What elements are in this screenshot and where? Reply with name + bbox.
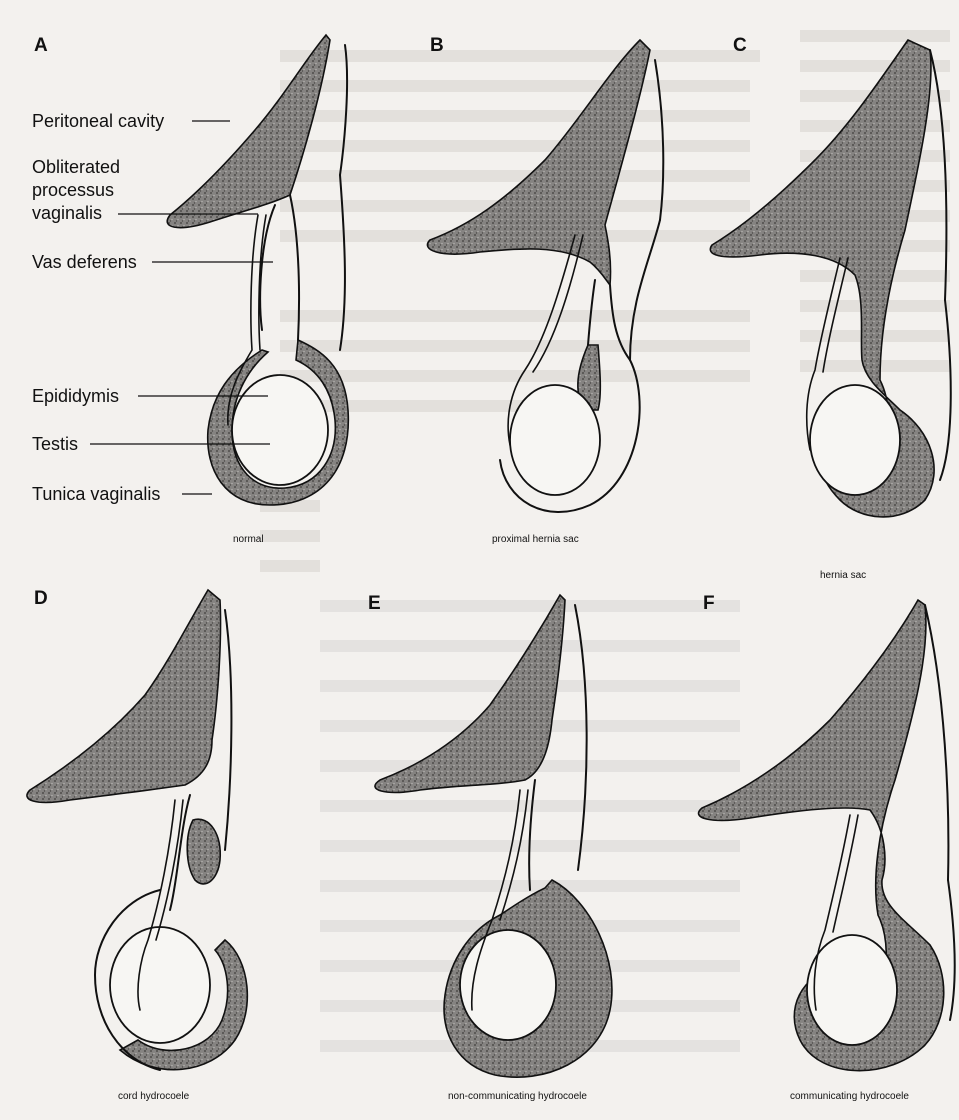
caption-non-communicating-hydrocoele: non-communicating hydrocoele	[448, 1091, 587, 1102]
panel-letter-a: A	[34, 35, 48, 56]
panel-letter-d: D	[34, 588, 48, 609]
label-testis: Testis	[32, 434, 78, 454]
label-epididymis: Epididymis	[32, 386, 119, 406]
panel-cord-hydrocoele	[27, 590, 247, 1070]
label-peritoneal-cavity: Peritoneal cavity	[32, 111, 164, 131]
panel-letter-f: F	[703, 593, 715, 614]
panel-letter-c: C	[733, 35, 747, 56]
label-tunica-vaginalis: Tunica vaginalis	[32, 484, 160, 504]
caption-communicating-hydrocoele: communicating hydrocoele	[790, 1091, 909, 1102]
caption-normal: normal	[233, 534, 264, 545]
label-obliterated-3: vaginalis	[32, 203, 102, 223]
panel-normal	[167, 35, 348, 505]
panel-letter-e: E	[368, 593, 381, 614]
caption-cord-hydrocoele: cord hydrocoele	[118, 1091, 190, 1102]
label-vas-deferens: Vas deferens	[32, 252, 137, 272]
caption-hernia-sac: hernia sac	[820, 570, 866, 581]
caption-proximal-hernia-sac: proximal hernia sac	[492, 534, 579, 545]
label-obliterated-2: processus	[32, 180, 114, 200]
label-obliterated-1: Obliterated	[32, 157, 120, 177]
panel-letter-b: B	[430, 35, 444, 56]
